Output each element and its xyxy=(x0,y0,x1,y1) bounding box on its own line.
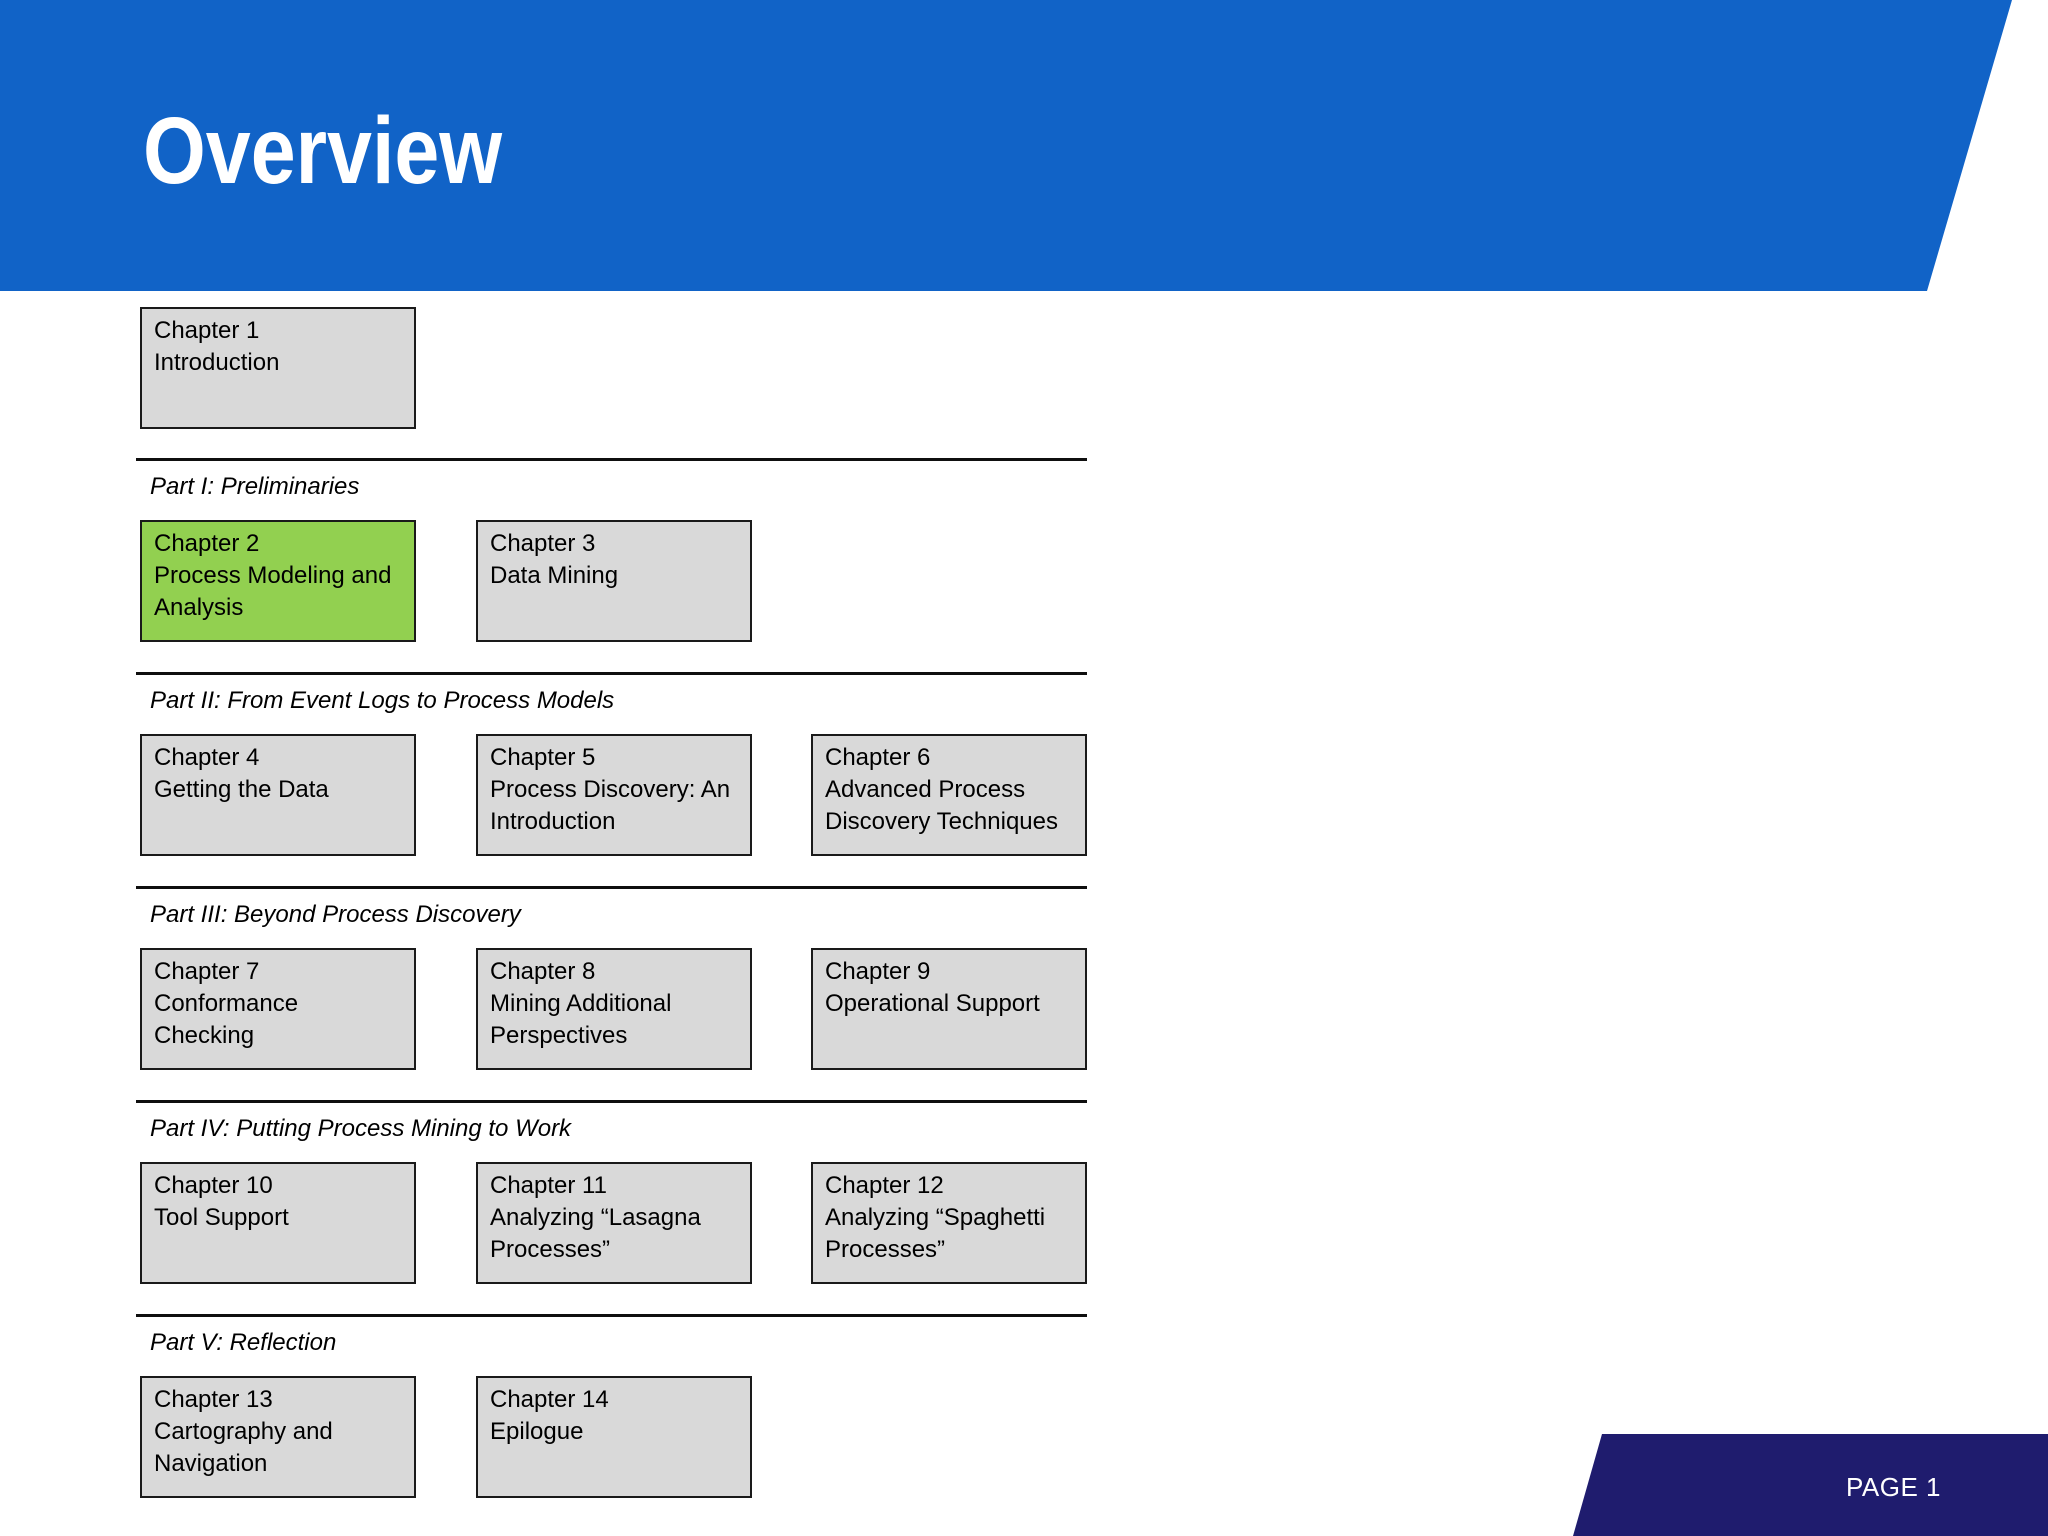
chapter-title: Epilogue xyxy=(490,1418,584,1445)
part-label-5: Part V: Reflection xyxy=(150,1329,337,1356)
chapter-box-2: Chapter 2 Process Modeling and Analysis xyxy=(140,520,416,642)
chapter-number: Chapter 8 xyxy=(490,958,596,985)
chapter-box-12: Chapter 12 Analyzing “Spaghetti Processe… xyxy=(811,1162,1087,1284)
part-label-1: Part I: Preliminaries xyxy=(150,473,360,500)
chapter-number: Chapter 7 xyxy=(154,958,260,985)
chapter-box-10: Chapter 10 Tool Support xyxy=(140,1162,416,1284)
chapter-number: Chapter 14 xyxy=(490,1386,609,1413)
chapter-number: Chapter 10 xyxy=(154,1172,273,1199)
chapter-box-7: Chapter 7 Conformance Checking xyxy=(140,948,416,1070)
slide-title: Overview xyxy=(143,98,503,204)
part-label-3: Part III: Beyond Process Discovery xyxy=(150,901,521,928)
chapter-number: Chapter 6 xyxy=(825,744,931,771)
section-divider xyxy=(136,886,1087,889)
chapter-box-3: Chapter 3 Data Mining xyxy=(476,520,752,642)
chapter-box-11: Chapter 11 Analyzing “Lasagna Processes” xyxy=(476,1162,752,1284)
chapter-number: Chapter 11 xyxy=(490,1172,607,1199)
chapter-box-13: Chapter 13 Cartography and Navigation xyxy=(140,1376,416,1498)
chapter-number: Chapter 12 xyxy=(825,1172,944,1199)
part-label-2: Part II: From Event Logs to Process Mode… xyxy=(150,687,615,714)
chapter-title: Cartography and Navigation xyxy=(154,1418,333,1477)
chapter-box-5: Chapter 5 Process Discovery: An Introduc… xyxy=(476,734,752,856)
chapter-title: Data Mining xyxy=(490,562,619,589)
chapter-number: Chapter 1 xyxy=(154,317,260,344)
page-number: PAGE 1 xyxy=(1846,1472,1942,1502)
chapter-title: Analyzing “Lasagna Processes” xyxy=(490,1204,701,1263)
chapter-title: Getting the Data xyxy=(154,776,329,803)
chapter-box-14: Chapter 14 Epilogue xyxy=(476,1376,752,1498)
chapter-box-1: Chapter 1 Introduction xyxy=(140,307,416,429)
chapter-box-6: Chapter 6 Advanced Process Discovery Tec… xyxy=(811,734,1087,856)
chapter-number: Chapter 4 xyxy=(154,744,260,771)
chapter-title: Advanced Process Discovery Techniques xyxy=(825,776,1059,835)
header-banner: Overview xyxy=(0,0,2012,291)
section-divider xyxy=(136,672,1087,675)
chapter-title: Conformance Checking xyxy=(154,990,299,1049)
chapter-box-4: Chapter 4 Getting the Data xyxy=(140,734,416,856)
chapter-title: Process Modeling and Analysis xyxy=(154,562,392,621)
chapter-number: Chapter 5 xyxy=(490,744,596,771)
chapter-title: Mining Additional Perspectives xyxy=(490,990,672,1049)
chapter-number: Chapter 13 xyxy=(154,1386,273,1413)
footer-banner xyxy=(1573,1434,2048,1536)
chapter-box-9: Chapter 9 Operational Support xyxy=(811,948,1087,1070)
chapter-title: Tool Support xyxy=(154,1204,289,1231)
chapter-title: Analyzing “Spaghetti Processes” xyxy=(825,1204,1046,1263)
part-label-4: Part IV: Putting Process Mining to Work xyxy=(150,1115,572,1142)
section-divider xyxy=(136,1314,1087,1317)
chapter-box-8: Chapter 8 Mining Additional Perspectives xyxy=(476,948,752,1070)
chapter-number: Chapter 9 xyxy=(825,958,931,985)
chapter-number: Chapter 3 xyxy=(490,530,596,557)
section-divider xyxy=(136,458,1087,461)
chapter-title: Operational Support xyxy=(825,990,1040,1017)
chapter-title: Introduction xyxy=(154,349,280,376)
section-divider xyxy=(136,1100,1087,1103)
chapter-title: Process Discovery: An Introduction xyxy=(490,776,731,835)
chapter-number: Chapter 2 xyxy=(154,530,260,557)
